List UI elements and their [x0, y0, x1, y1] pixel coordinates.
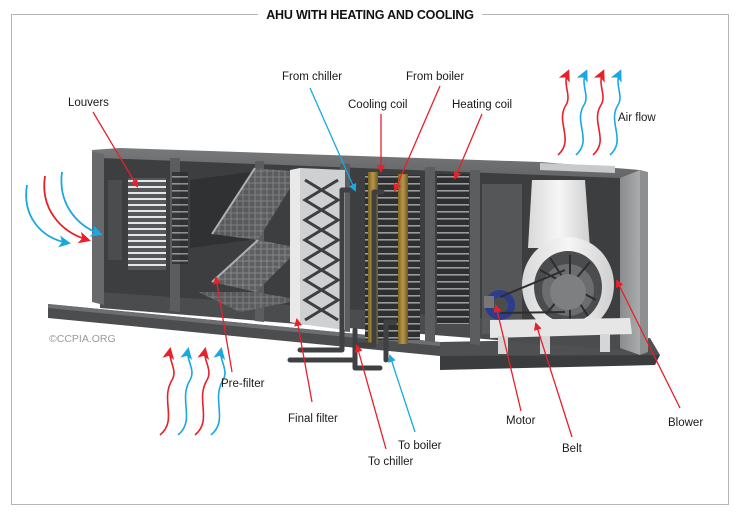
from-chiller-pointer: [309, 87, 357, 192]
label-cooling-coil: Cooling coil: [348, 99, 407, 111]
heating-coil-pointer: [453, 113, 483, 180]
airflow-intake-side: [25, 171, 103, 248]
label-pre-filter: Pre-filter: [221, 378, 265, 390]
copyright-text: ©CCPIA.ORG: [49, 333, 116, 345]
airflow-arrow-warm: [43, 175, 91, 244]
motor-pointer: [493, 304, 522, 412]
airflow-arrow-cool: [210, 347, 226, 436]
to-boiler-pointer: [388, 354, 416, 433]
label-louvers: Louvers: [68, 97, 109, 109]
from-boiler-pointer: [393, 85, 441, 192]
label-belt: Belt: [562, 443, 583, 455]
airflow-arrow-warm: [592, 69, 605, 156]
airflow-exhaust-top: [557, 69, 622, 156]
pre-filter-component: [190, 167, 300, 312]
airflow-arrow-cool: [177, 347, 193, 436]
airflow-arrow-cool: [25, 184, 71, 248]
label-motor: Motor: [506, 415, 536, 427]
to-chiller-pointer: [354, 344, 387, 450]
belt-pointer: [534, 322, 573, 438]
diagram-title: AHU WITH HEATING AND COOLING: [258, 8, 482, 22]
final-filter-component: [290, 168, 345, 330]
airflow-arrow-cool: [575, 69, 588, 156]
label-heating-coil: Heating coil: [452, 99, 512, 111]
airflow-arrow-warm: [194, 347, 210, 436]
louvers-pointer: [92, 111, 139, 188]
airflow-arrow-warm: [159, 347, 175, 436]
label-from-chiller: From chiller: [282, 71, 342, 83]
label-from-boiler: From boiler: [406, 71, 464, 83]
airflow-arrow-cool: [609, 69, 622, 156]
label-to-boiler: To boiler: [398, 440, 442, 452]
airflow-arrow-cool: [60, 171, 103, 237]
chilled-water-pipes: [287, 187, 398, 371]
title-wrap: AHU WITH HEATING AND COOLING: [0, 6, 740, 24]
label-air-flow: Air flow: [618, 112, 656, 124]
louvers-component: [108, 172, 188, 270]
belt-component: [499, 269, 566, 314]
blower-pointer: [616, 279, 681, 409]
final-filter-pointer: [294, 318, 313, 403]
heating-coil-component: [437, 174, 469, 324]
label-blower: Blower: [668, 417, 703, 429]
pre-filter-pointer: [213, 276, 233, 373]
airflow-arrow-warm: [557, 69, 570, 156]
label-to-chiller: To chiller: [368, 456, 414, 468]
airflow-intake-bottom: [159, 347, 226, 436]
label-final-filter: Final filter: [288, 413, 338, 425]
